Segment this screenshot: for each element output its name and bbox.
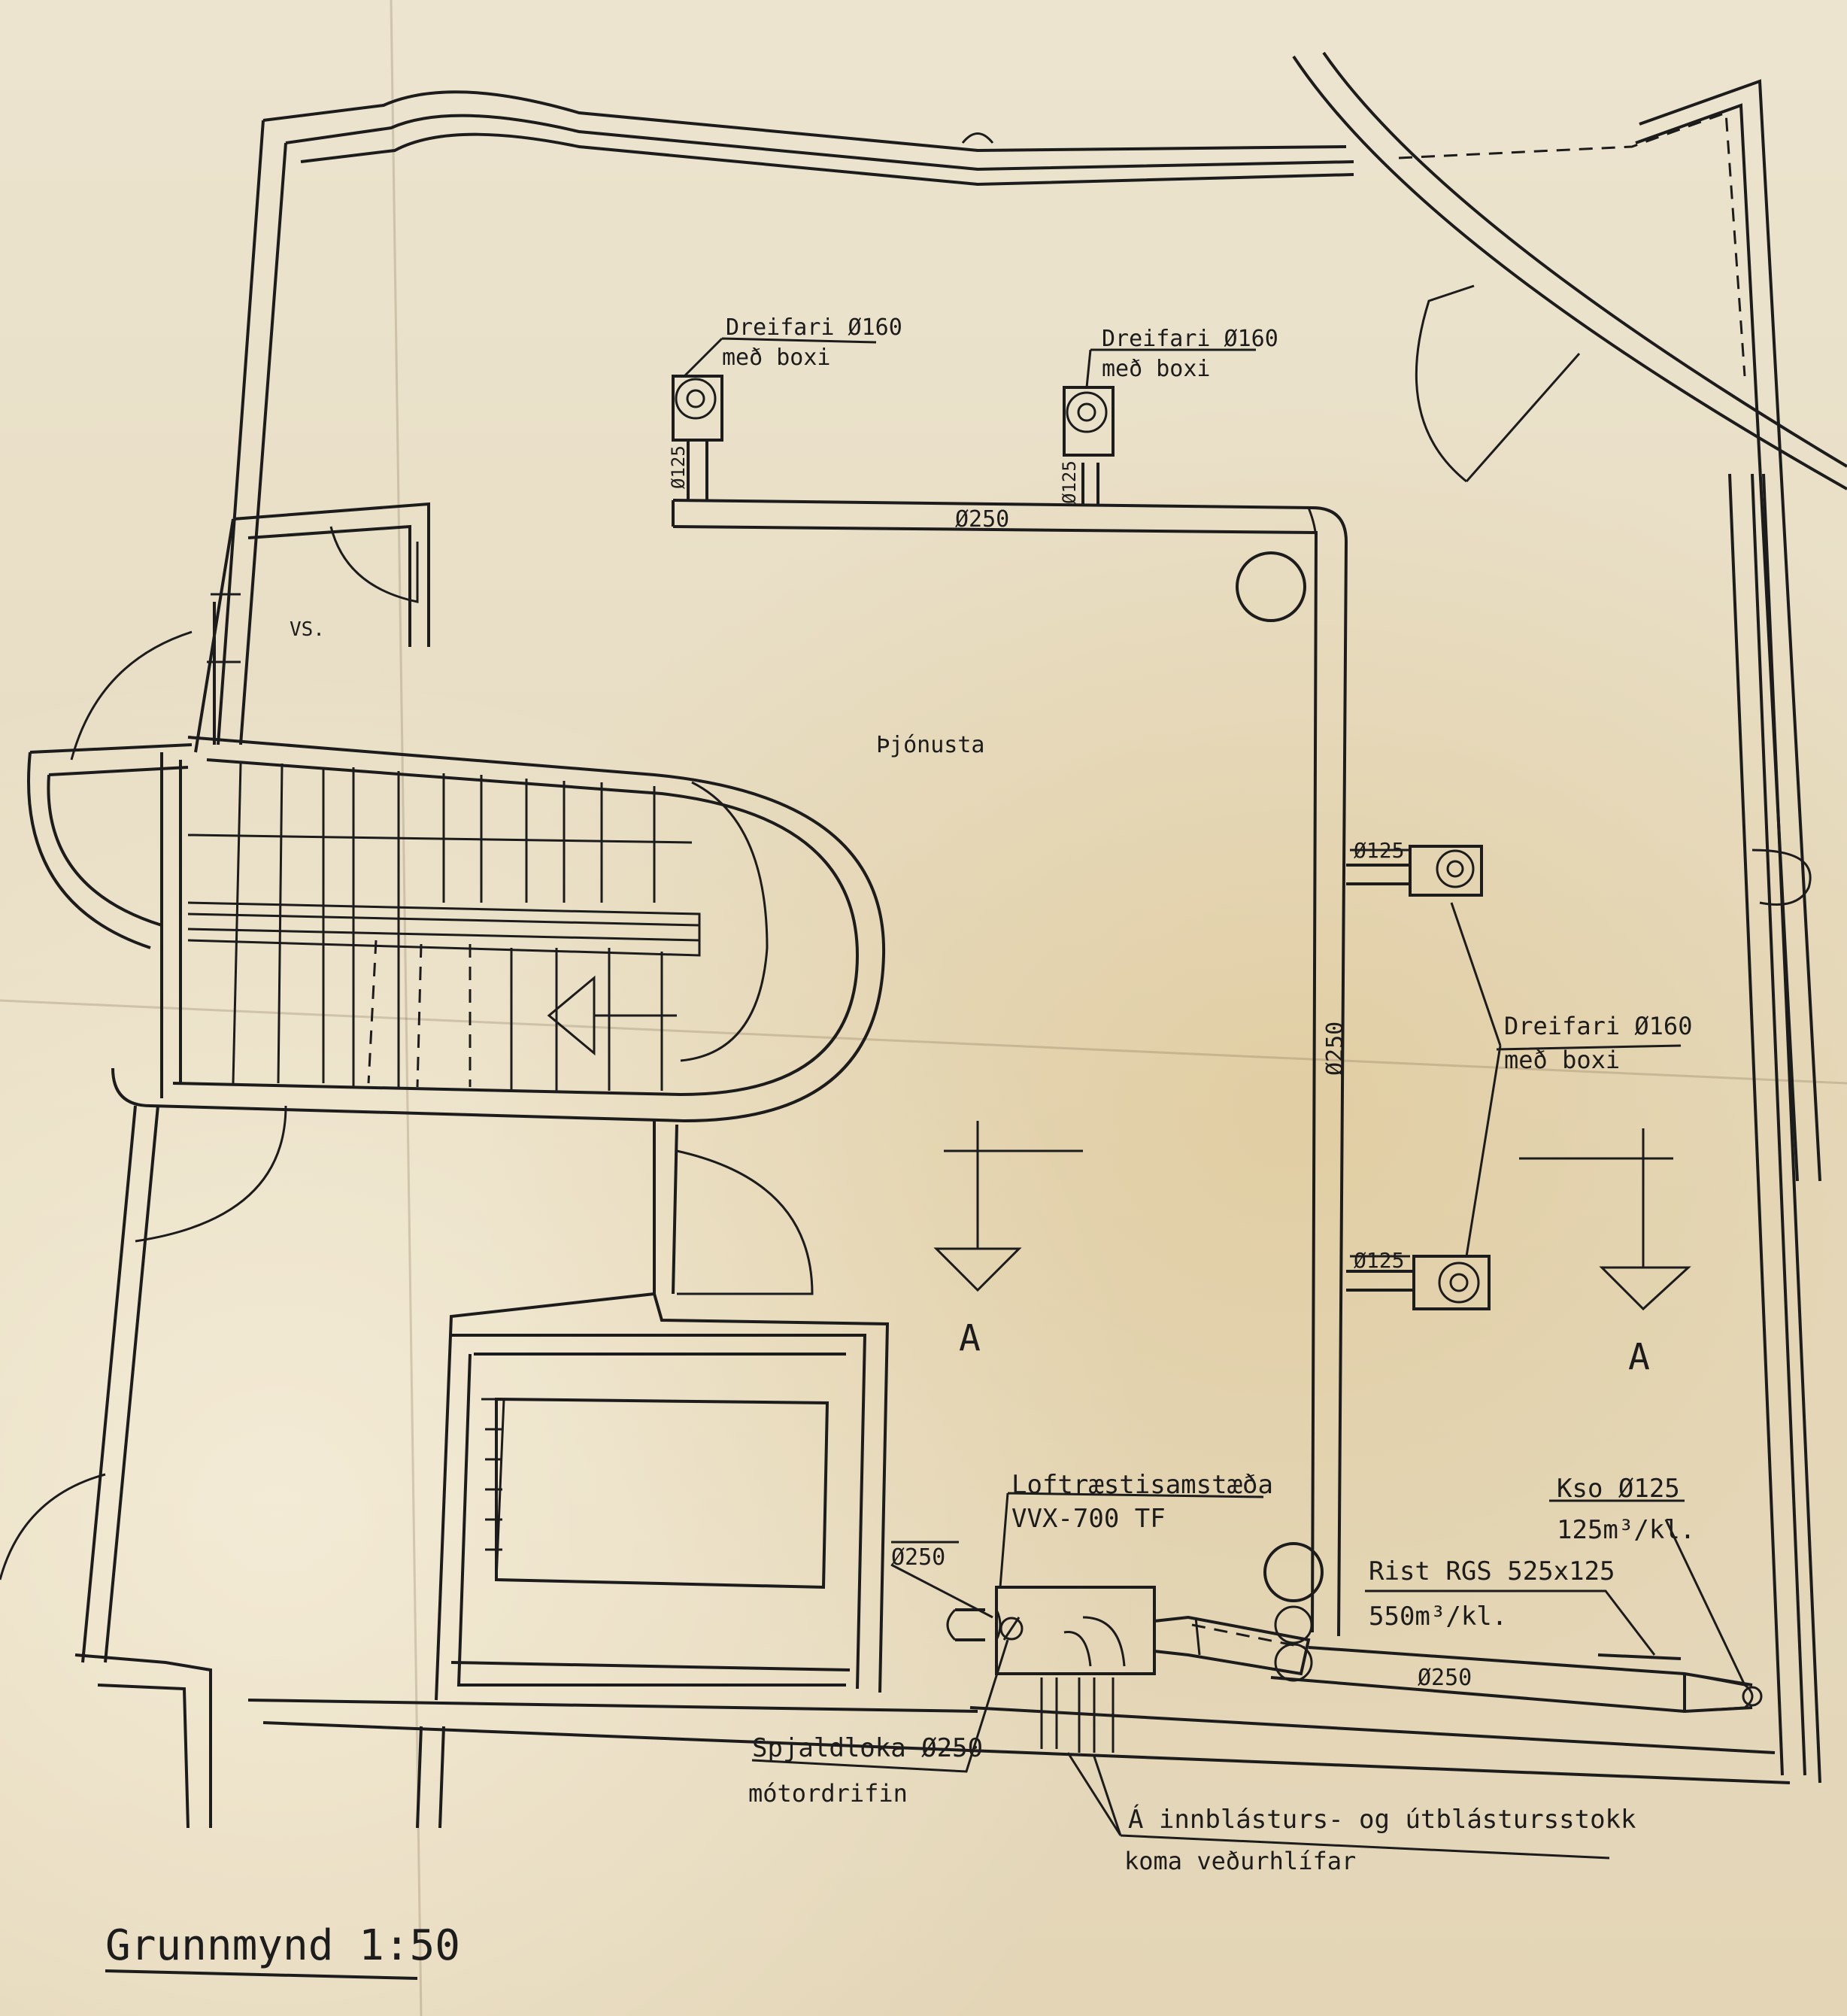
section-arrow-icon bbox=[1519, 1128, 1691, 1311]
label-duct-vertical: Ø250 bbox=[1322, 1022, 1348, 1076]
ductwork bbox=[672, 440, 1754, 1753]
section-arrow-icon bbox=[933, 1121, 1083, 1292]
label-dreifari-2-line2: með boxi bbox=[1102, 356, 1211, 382]
ventilation-unit bbox=[995, 1586, 1156, 1675]
section-label-left: A bbox=[959, 1317, 981, 1359]
wc-partition bbox=[194, 502, 430, 753]
doors bbox=[0, 132, 1812, 1580]
column-icon bbox=[1236, 551, 1306, 622]
label-rist-line2: 550m³/kl. bbox=[1369, 1602, 1507, 1632]
label-branch-1: Ø125 bbox=[668, 445, 689, 489]
room-label: Þjónusta bbox=[876, 732, 985, 758]
label-kso-line2: 125m³/kl. bbox=[1557, 1515, 1695, 1545]
label-branch-3: Ø125 bbox=[1354, 838, 1404, 863]
column-icon bbox=[1263, 1542, 1324, 1602]
label-rist-line1: Rist RGS 525x125 bbox=[1369, 1556, 1615, 1586]
label-kso-line1: Kso Ø125 bbox=[1557, 1474, 1680, 1504]
label-duct-horizontal: Ø250 bbox=[955, 506, 1009, 533]
label-branch-4: Ø125 bbox=[1354, 1248, 1404, 1273]
kso-valve-icon bbox=[1742, 1686, 1763, 1707]
label-duct-intake: Ø250 bbox=[891, 1544, 945, 1571]
shaft-block bbox=[435, 1121, 890, 1701]
label-dreifari-1-line2: með boxi bbox=[722, 345, 831, 371]
label-unit-line1: Loftræstisamstæða bbox=[1011, 1470, 1273, 1500]
paper-fold-vertical bbox=[390, 0, 423, 2016]
diffuser-icon bbox=[672, 375, 723, 442]
label-spjaldloka-line2: mótordrifin bbox=[748, 1779, 908, 1808]
leader-lines bbox=[683, 337, 1746, 1860]
label-dreifari-1-line1: Dreifari Ø160 bbox=[726, 314, 902, 341]
diffuser-icon bbox=[1063, 386, 1115, 457]
diffuser-icon bbox=[1409, 845, 1483, 897]
label-dreifari-3-line1: Dreifari Ø160 bbox=[1504, 1012, 1692, 1040]
label-dreifari-2-line1: Dreifari Ø160 bbox=[1102, 326, 1278, 352]
wc-label: VS. bbox=[290, 618, 325, 641]
section-label-right: A bbox=[1628, 1336, 1650, 1378]
label-vedurhlifar-line1: Á innblásturs- og útblástursstokk bbox=[1128, 1804, 1636, 1835]
label-unit-line2: VVX-700 TF bbox=[1011, 1504, 1166, 1534]
label-branch-2: Ø125 bbox=[1059, 460, 1080, 504]
label-vedurhlifar-line2: koma veðurhlífar bbox=[1124, 1847, 1356, 1875]
staircase bbox=[27, 736, 886, 1123]
drawing-title: Grunnmynd 1:50 bbox=[105, 1921, 460, 1970]
label-dreifari-3-line2: með boxi bbox=[1504, 1046, 1620, 1074]
column-icon bbox=[1274, 1643, 1313, 1682]
column-icon bbox=[1274, 1605, 1313, 1644]
label-spjaldloka-line1: Spjaldloka Ø250 bbox=[752, 1733, 983, 1763]
damper-icon bbox=[999, 1617, 1024, 1641]
outer-wall bbox=[74, 51, 1847, 1829]
diffuser-icon bbox=[1412, 1255, 1491, 1310]
title-underline bbox=[105, 1969, 418, 1980]
label-duct-bottom: Ø250 bbox=[1418, 1665, 1472, 1691]
